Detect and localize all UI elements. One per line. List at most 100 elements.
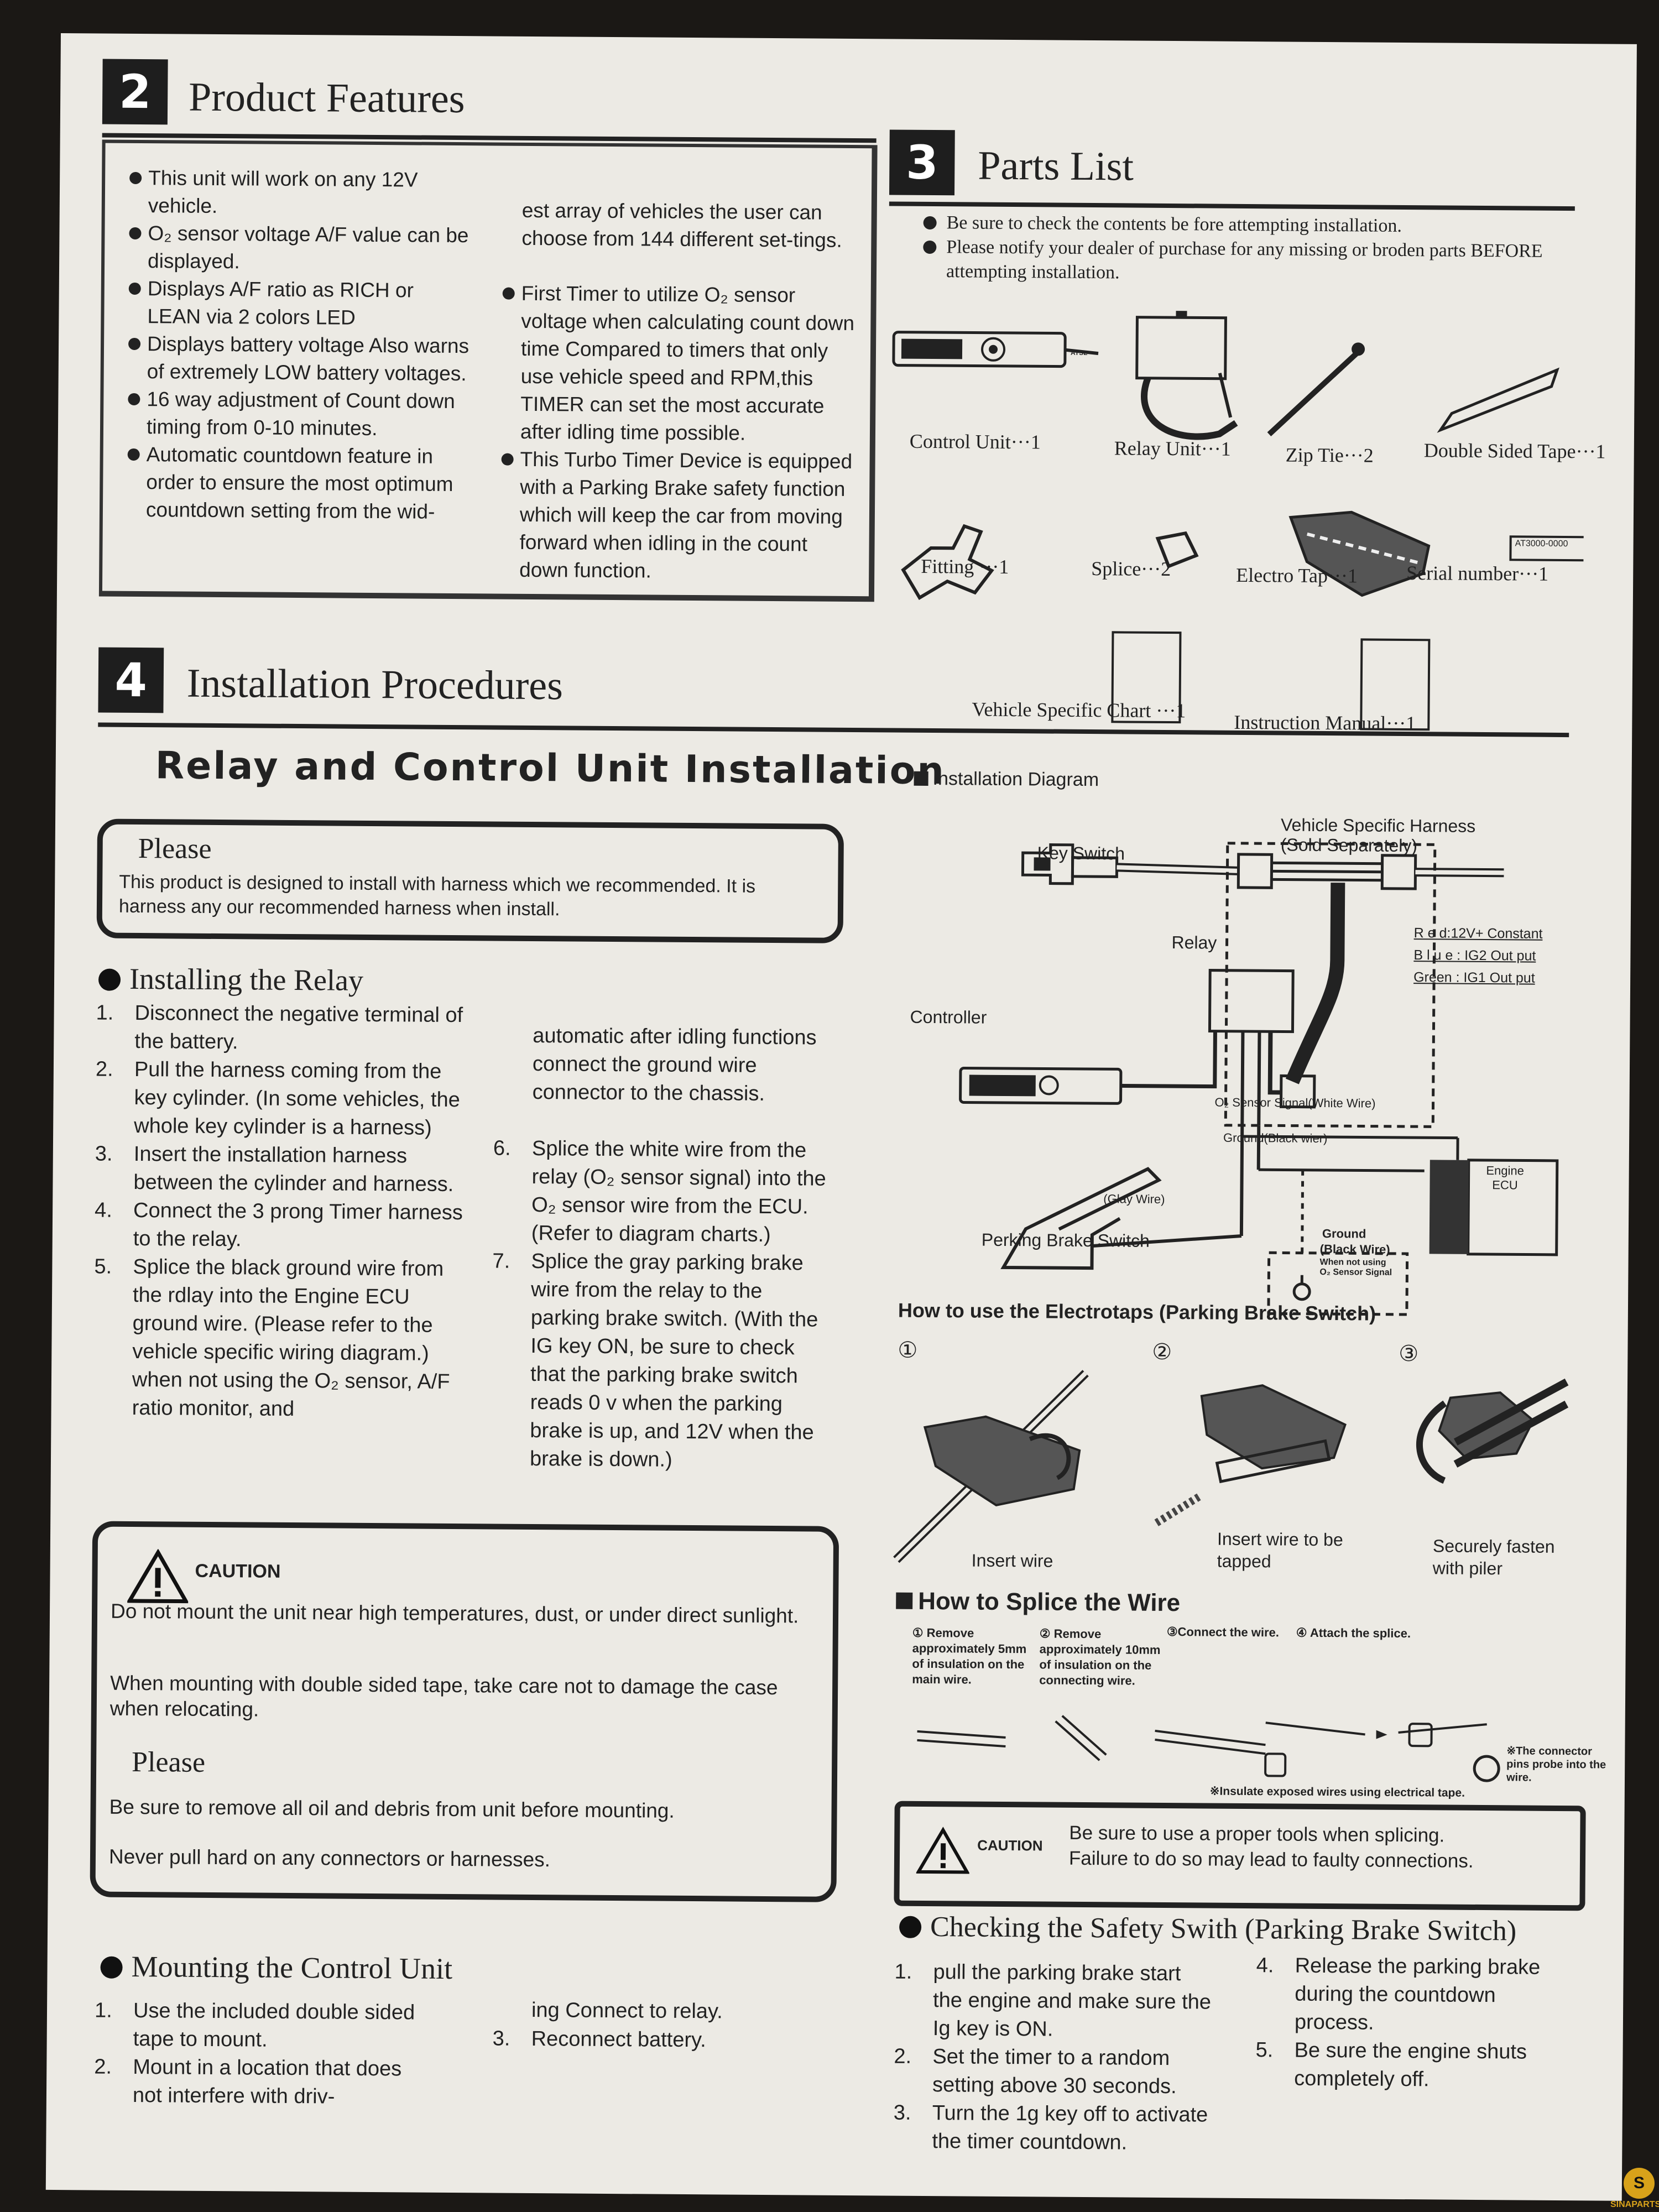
feature-item: O₂ sensor voltage A/F value can be displ… bbox=[129, 220, 472, 277]
mount-heading: Mounting the Control Unit bbox=[100, 1949, 452, 1986]
gnd-box-title: Ground bbox=[1322, 1226, 1366, 1241]
relay-step: 1.Disconnect the negative terminal of th… bbox=[96, 1001, 463, 1054]
ground-wire-label: Ground(Black wier) bbox=[1223, 1130, 1328, 1146]
glay-wire-label: (Glay Wire) bbox=[1103, 1192, 1165, 1206]
mount-step: 3.Reconnect battery. bbox=[492, 2027, 706, 2052]
feature-item: Displays battery voltage Also warns of e… bbox=[128, 330, 472, 388]
caution-text-4: Never pull hard on any connectors or har… bbox=[108, 1845, 551, 1871]
safety-heading-text: Checking the Safety Swith (Parking Brake… bbox=[930, 1911, 1517, 1947]
caution-please: Please bbox=[131, 1746, 206, 1778]
install-subtitle: Relay and Control Unit Installation bbox=[155, 744, 946, 794]
splice-title-text: How to Splice the Wire bbox=[918, 1587, 1181, 1617]
safety-step: 1.pull the parking brake start the engin… bbox=[894, 1960, 1212, 2041]
parts-notes: Be sure to check the contents be fore at… bbox=[923, 211, 1571, 288]
caution-text-1: Do not mount the unit near high temperat… bbox=[110, 1599, 799, 1627]
controller-label: Controller bbox=[910, 1006, 987, 1027]
safety-step: 2.Set the timer to a random setting abov… bbox=[894, 2044, 1177, 2099]
mount-step: 1.Use the included double sided tape to … bbox=[94, 1999, 415, 2052]
section-number-2: 2 bbox=[102, 59, 168, 125]
controller-image bbox=[959, 1066, 1123, 1105]
electrotap-illustrations bbox=[893, 1370, 1569, 1563]
caution-text-3: Be sure to remove all oil and debris fro… bbox=[109, 1795, 675, 1822]
relay-step: 3.Insert the installation harness betwee… bbox=[95, 1142, 454, 1197]
parts-illustrations bbox=[892, 311, 1585, 731]
relay-heading-text: Installing the Relay bbox=[129, 962, 364, 997]
harness-sub-label: (Sold Separately) bbox=[1280, 834, 1418, 856]
mount-continued: ing Connect to relay. bbox=[531, 1999, 723, 2023]
red-wire-label: R e d:12V+ Constant bbox=[1413, 925, 1543, 942]
key-switch-label: Key Switch bbox=[1037, 843, 1125, 864]
electrotaps-title: How to use the Electrotaps (Parking Brak… bbox=[898, 1298, 1376, 1325]
relay-heading: Installing the Relay bbox=[98, 962, 363, 998]
fasten-label-2: with piler bbox=[1432, 1558, 1503, 1579]
part-electro-tap: Electro Tap···1 bbox=[1236, 564, 1358, 587]
relay-step: 6.Splice the white wire from the relay (… bbox=[493, 1136, 826, 1247]
relay-unit-image bbox=[1135, 311, 1238, 440]
fasten-label-1: Securely fasten bbox=[1432, 1536, 1555, 1557]
splice-caution-text-2: Failure to do so may lead to faulty conn… bbox=[1068, 1847, 1474, 1872]
mount-steps-2: 3.Reconnect battery. bbox=[493, 2025, 802, 2056]
mount-step: 2.Mount in a location that does not inte… bbox=[94, 2055, 402, 2109]
blue-wire-label: B l u e : IG2 Out put bbox=[1413, 947, 1536, 964]
mount-heading-text: Mounting the Control Unit bbox=[131, 1949, 453, 1986]
part-fitting: Fitting ···1 bbox=[921, 555, 1009, 578]
safety-steps-2: 4.Release the parking brake during the c… bbox=[1255, 1952, 1566, 2095]
section-number-4: 4 bbox=[98, 647, 164, 713]
part-tape: Double Sided Tape···1 bbox=[1423, 439, 1606, 463]
splice-title: How to Splice the Wire bbox=[896, 1588, 1180, 1618]
parking-brake-image bbox=[1000, 1167, 1162, 1270]
feature-item: Displays A/F ratio as RICH or LEAN via 2… bbox=[128, 275, 472, 332]
diagram-title: Installation Diagram bbox=[914, 768, 1099, 791]
feature-continued: est array of vehicles the user can choos… bbox=[521, 199, 842, 252]
tapped-label-1: Insert wire to be bbox=[1217, 1528, 1343, 1550]
relay-steps-2: 6.Splice the white wire from the relay (… bbox=[491, 1135, 836, 1475]
splice-caution-text-1: Be sure to use a proper tools when splic… bbox=[1069, 1822, 1445, 1846]
splice-step-2: ② Remove approximately 10mm of insulatio… bbox=[1039, 1626, 1161, 1688]
safety-step: 5.Be sure the engine shuts completely of… bbox=[1255, 2038, 1527, 2091]
features-title: Product Features bbox=[188, 74, 465, 122]
gnd-box-note2: O₂ Sensor Signal bbox=[1319, 1267, 1392, 1277]
relay-step: 4.Connect the 3 prong Timer harness to t… bbox=[94, 1198, 463, 1251]
watermark-text: SINAPARTS bbox=[1610, 2200, 1659, 2209]
safety-step: 4.Release the parking brake during the c… bbox=[1256, 1954, 1541, 2034]
brake-switch-label: Perking Brake Switch bbox=[981, 1229, 1150, 1251]
gnd-box-wire: (Black Wire) bbox=[1319, 1241, 1390, 1256]
parts-rule bbox=[889, 201, 1575, 211]
features-list-col2: First Timer to utilize O₂ sensor voltage… bbox=[500, 280, 857, 586]
part-chart: Vehicle Specific Chart ···1 bbox=[972, 698, 1186, 722]
mount-steps: 1.Use the included double sided tape to … bbox=[94, 1997, 415, 2112]
vehicle-chart-image bbox=[1111, 631, 1182, 724]
serial-tag-image bbox=[1509, 535, 1585, 562]
parts-note-text: Be sure to check the contents be fore at… bbox=[946, 212, 1402, 236]
control-unit-image bbox=[892, 331, 1099, 368]
feature-item: First Timer to utilize O₂ sensor voltage… bbox=[502, 280, 857, 448]
safety-heading: Checking the Safety Swith (Parking Brake… bbox=[899, 1911, 1516, 1948]
safety-step: 3.Turn the 1g key off to activate the ti… bbox=[893, 2101, 1208, 2154]
part-relay-unit: Relay Unit···1 bbox=[1114, 437, 1231, 460]
feature-item: 16 way adjustment of Count down timing f… bbox=[128, 385, 471, 443]
gnd-box-note1: When not using bbox=[1319, 1257, 1386, 1267]
features-list-col1: This unit will work on any 12V vehicle. … bbox=[127, 164, 473, 526]
warning-icon bbox=[127, 1548, 189, 1604]
part-control-unit: Control Unit···1 bbox=[909, 430, 1041, 453]
splice-tape-note: ※Insulate exposed wires using electrical… bbox=[1209, 1785, 1465, 1799]
relay-steps: 1.Disconnect the negative terminal of th… bbox=[93, 999, 472, 1425]
part-serial: Serial number···1 bbox=[1406, 562, 1549, 585]
splice-image bbox=[1155, 531, 1199, 568]
relay-label: Relay bbox=[1171, 932, 1217, 953]
insert-wire-label: Insert wire bbox=[971, 1550, 1053, 1571]
control-brand: ATSL bbox=[1070, 348, 1088, 357]
caution-label: CAUTION bbox=[195, 1560, 281, 1582]
installation-diagram bbox=[959, 842, 1559, 1316]
splice-caution-label: CAUTION bbox=[977, 1837, 1043, 1854]
part-splice: Splice···2 bbox=[1091, 557, 1171, 581]
fitting-image bbox=[901, 524, 994, 600]
feature-item: Automatic countdown feature in order to … bbox=[127, 441, 471, 526]
relay-step: 7.Splice the gray parking brake wire fro… bbox=[492, 1249, 818, 1472]
feature-item: This Turbo Timer Device is equipped with… bbox=[500, 446, 855, 586]
please-title: Please bbox=[138, 833, 212, 865]
zip-tie-image bbox=[1267, 342, 1365, 436]
tape-image bbox=[1437, 367, 1559, 433]
manual-image bbox=[1360, 638, 1431, 731]
splice-illustrations bbox=[917, 1715, 1500, 1782]
